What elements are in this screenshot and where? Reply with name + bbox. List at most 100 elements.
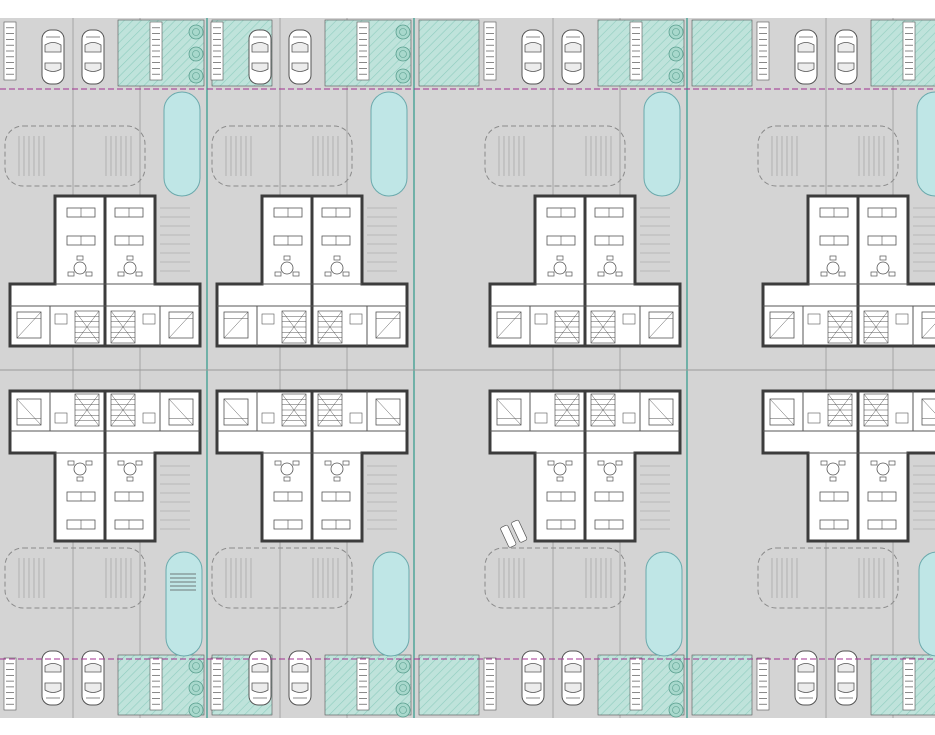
tree-icon	[395, 68, 411, 84]
sofa-icon	[546, 207, 576, 218]
staircase-icon	[827, 393, 853, 427]
pool-icon	[643, 91, 681, 197]
dining-table-icon	[324, 255, 350, 277]
bathroom-fixture	[622, 412, 636, 424]
sofa-icon	[546, 235, 576, 246]
tree-icon	[395, 658, 411, 674]
side-patio	[640, 465, 670, 530]
pool-icon	[918, 551, 935, 657]
pool-icon	[372, 551, 410, 657]
sofa-icon	[594, 491, 624, 502]
dining-table-icon	[67, 255, 93, 277]
dining-table-icon	[547, 255, 573, 277]
terrace-outline	[211, 125, 353, 187]
staircase-icon	[827, 310, 853, 344]
side-patio	[640, 207, 670, 272]
house-pair	[215, 389, 409, 543]
terrace-outline	[4, 125, 146, 187]
sofa-icon	[867, 491, 897, 502]
house-pair	[761, 389, 935, 543]
car-icon	[81, 650, 105, 706]
sofa-icon	[66, 207, 96, 218]
terrace-outline	[484, 547, 626, 609]
house-pair	[215, 194, 409, 348]
pool-icon	[165, 551, 203, 657]
car-icon	[248, 650, 272, 706]
pool-icon	[370, 91, 408, 197]
dining-table-icon	[117, 255, 143, 277]
bathroom-fixture	[622, 313, 636, 325]
bathroom-fixture	[142, 412, 156, 424]
tree-icon	[188, 658, 204, 674]
staircase-icon	[110, 310, 136, 344]
car-icon	[561, 29, 585, 85]
parking-stripes	[483, 657, 497, 711]
sofa-icon	[273, 207, 303, 218]
bed-icon	[375, 398, 401, 426]
tree-icon	[668, 658, 684, 674]
terrace-outline	[757, 125, 899, 187]
sofa-icon	[273, 519, 303, 530]
staircase-icon	[554, 393, 580, 427]
bed-icon	[769, 311, 795, 339]
staircase-icon	[863, 393, 889, 427]
pool-steps	[170, 573, 196, 591]
house-walls	[761, 194, 935, 348]
parking-stripes	[210, 21, 224, 81]
bed-icon	[168, 398, 194, 426]
tree-icon	[668, 68, 684, 84]
staircase-icon	[554, 310, 580, 344]
house-pair	[488, 194, 682, 348]
parking-stripes	[149, 21, 163, 81]
car-icon	[248, 29, 272, 85]
bed-icon	[16, 311, 42, 339]
lot-2	[210, 18, 480, 718]
bathroom-fixture	[895, 412, 909, 424]
side-patio	[367, 465, 397, 530]
side-patio	[160, 207, 190, 272]
tree-icon	[395, 680, 411, 696]
staircase-icon	[281, 310, 307, 344]
sofa-icon	[273, 235, 303, 246]
parking-stripes	[3, 657, 17, 711]
dining-table-icon	[274, 255, 300, 277]
car-icon	[834, 29, 858, 85]
bed-icon	[16, 398, 42, 426]
tree-icon	[188, 680, 204, 696]
dining-table-icon	[117, 460, 143, 482]
lot-4	[756, 18, 935, 718]
parking-stripes	[756, 21, 770, 81]
lot-3	[483, 18, 753, 718]
parking-stripes	[356, 21, 370, 81]
bathroom-fixture	[261, 412, 275, 424]
dining-table-icon	[324, 460, 350, 482]
car-icon	[794, 29, 818, 85]
bed-icon	[921, 311, 935, 339]
dining-table-icon	[820, 255, 846, 277]
dining-table-icon	[870, 255, 896, 277]
bathroom-fixture	[54, 313, 68, 325]
sofa-icon	[867, 207, 897, 218]
sofa-icon	[594, 519, 624, 530]
car-icon	[521, 650, 545, 706]
bed-icon	[648, 311, 674, 339]
bathroom-fixture	[261, 313, 275, 325]
tree-icon	[188, 46, 204, 62]
bed-icon	[375, 311, 401, 339]
pool-icon	[916, 91, 935, 197]
house-pair	[488, 389, 682, 543]
staircase-icon	[590, 310, 616, 344]
sofa-icon	[819, 491, 849, 502]
staircase-icon	[74, 310, 100, 344]
terrace-outline	[484, 125, 626, 187]
dining-table-icon	[597, 460, 623, 482]
sofa-icon	[867, 519, 897, 530]
staircase-icon	[590, 393, 616, 427]
bathroom-fixture	[534, 412, 548, 424]
garden-strip	[691, 19, 753, 87]
garden-strip	[418, 654, 480, 716]
parking-stripes	[629, 21, 643, 81]
car-icon	[41, 650, 65, 706]
tree-icon	[668, 680, 684, 696]
